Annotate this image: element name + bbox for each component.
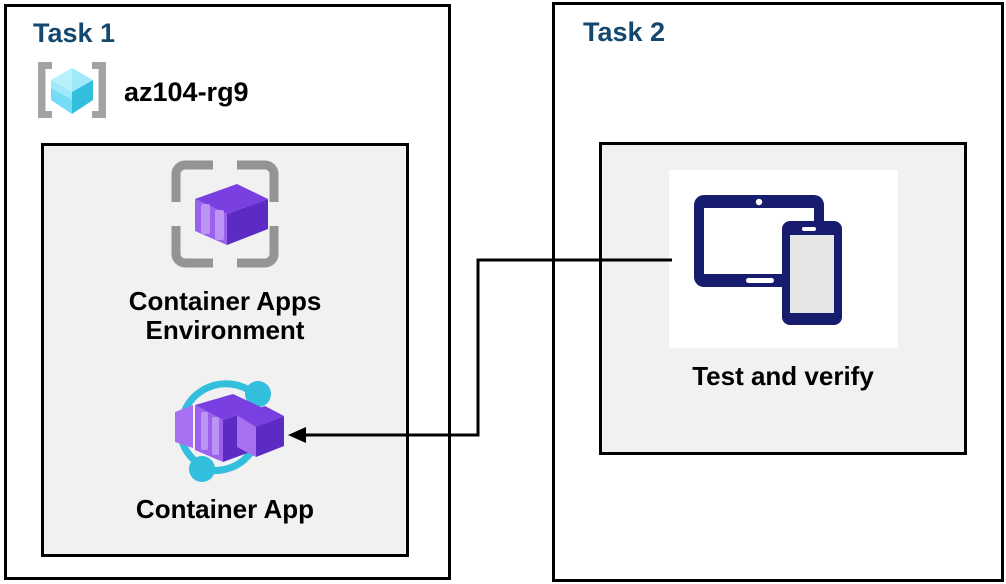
task-1-title: Task 1 (33, 18, 116, 48)
resource-group-icon (34, 58, 110, 127)
resource-group-name: az104-rg9 (124, 77, 249, 107)
node-container-app: Container App (41, 372, 409, 524)
container-apps-environment-icon (163, 152, 287, 281)
node-test-and-verify: Test and verify (599, 170, 967, 391)
task-2-title: Task 2 (583, 17, 666, 47)
devices-icon (668, 170, 898, 348)
node-test-and-verify-label: Test and verify (692, 361, 874, 391)
resource-group-header: az104-rg9 (34, 58, 249, 127)
node-container-apps-environment-label: Container Apps Environment (128, 286, 322, 346)
container-app-icon (161, 372, 289, 489)
node-container-apps-environment: Container Apps Environment (41, 152, 409, 345)
node-container-app-label: Container App (135, 494, 315, 524)
